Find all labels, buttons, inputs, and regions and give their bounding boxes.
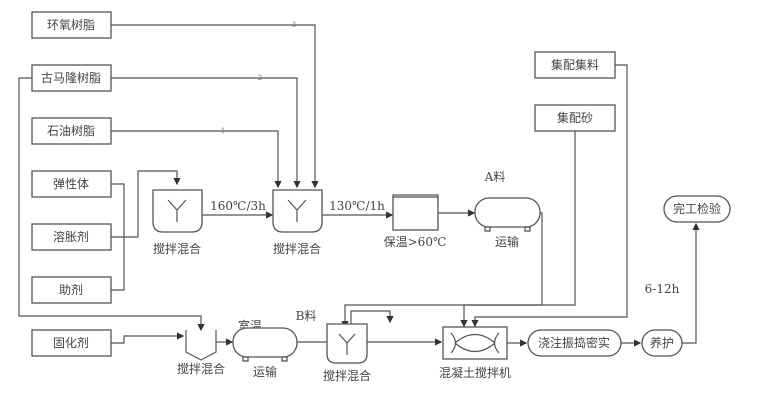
concrete-mixer-label: 混凝土搅拌机 — [439, 365, 511, 380]
step-pour: 浇注振捣密实 — [527, 329, 622, 357]
connector-cure-inspect — [682, 222, 700, 344]
mixer-4: 搅拌混合 — [323, 323, 371, 383]
mixer-3-hopper: 搅拌混合 — [177, 330, 225, 376]
connector-epoxy — [111, 24, 319, 189]
tag-1: 1 — [221, 127, 225, 135]
mixer-1-label: 搅拌混合 — [153, 241, 201, 256]
insulation-tank: 保温>60℃ — [384, 194, 447, 249]
connector-coarse — [471, 64, 628, 328]
input-curing-agent: 固化剂 — [31, 329, 112, 357]
input-epoxy: 环氧树脂 — [31, 11, 112, 39]
tag-3: 3 — [292, 21, 296, 29]
sand-label: 集配砂 — [557, 110, 593, 125]
input-coumarone-label: 古马隆树脂 — [41, 70, 101, 85]
connector-mixer4-branch — [350, 310, 394, 324]
connector-coumarone — [111, 77, 301, 189]
mixer-2-label: 搅拌混合 — [273, 241, 321, 256]
transport-b-label: 运输 — [253, 364, 277, 379]
input-swelling-label: 溶胀剂 — [53, 229, 89, 244]
input-curing-agent-label: 固化剂 — [53, 335, 89, 350]
transport-a: A料 运输 — [474, 170, 541, 249]
mixer-4-label: 搅拌混合 — [323, 368, 371, 383]
insulate-label: 保温>60℃ — [384, 235, 447, 249]
mixer-1: 搅拌混合 — [152, 189, 203, 256]
input-coumarone: 古马隆树脂 — [31, 64, 112, 92]
tag-2: 2 — [258, 74, 262, 82]
mixer-3-label: 搅拌混合 — [177, 361, 225, 376]
input-coarse-aggregate: 集配集料 — [534, 51, 616, 79]
input-additive-label: 助剂 — [59, 282, 83, 297]
connector-petroleum — [111, 130, 282, 189]
input-petroleum-label: 石油树脂 — [47, 123, 95, 138]
step-inspect-label: 完工检验 — [673, 201, 721, 216]
input-petroleum: 石油树脂 — [31, 117, 112, 145]
cure-time-label: 6-12h — [645, 282, 680, 296]
concrete-mixer: 混凝土搅拌机 — [439, 326, 511, 380]
step-cure-label: 养护 — [650, 335, 674, 350]
transport-b: B料 运输 — [232, 309, 317, 379]
b-material-label: B料 — [296, 309, 317, 323]
connector-a-to-mixer4 — [341, 212, 543, 329]
connector-curing — [111, 332, 185, 344]
coarse-aggregate-label: 集配集料 — [551, 57, 599, 72]
input-epoxy-label: 环氧树脂 — [47, 17, 95, 32]
condition-160c: 160℃/3h — [210, 199, 266, 213]
connector-coumarone-to-b — [18, 77, 205, 332]
step-cure: 养护 — [641, 329, 683, 357]
condition-130c: 130℃/1h — [329, 199, 385, 213]
input-sand: 集配砂 — [534, 104, 616, 132]
connector-sand — [460, 131, 576, 328]
step-inspect: 完工检验 — [663, 195, 731, 223]
input-elastomer: 弹性体 — [31, 170, 112, 198]
input-swelling: 溶胀剂 — [31, 223, 112, 251]
transport-a-label: 运输 — [495, 234, 519, 249]
connector-to-mixer1 — [111, 170, 181, 238]
a-material-label: A料 — [484, 170, 506, 184]
input-additive: 助剂 — [31, 276, 112, 304]
mixer-2: 搅拌混合 — [272, 189, 323, 256]
step-pour-label: 浇注振捣密实 — [538, 335, 610, 350]
input-elastomer-label: 弹性体 — [53, 177, 89, 191]
